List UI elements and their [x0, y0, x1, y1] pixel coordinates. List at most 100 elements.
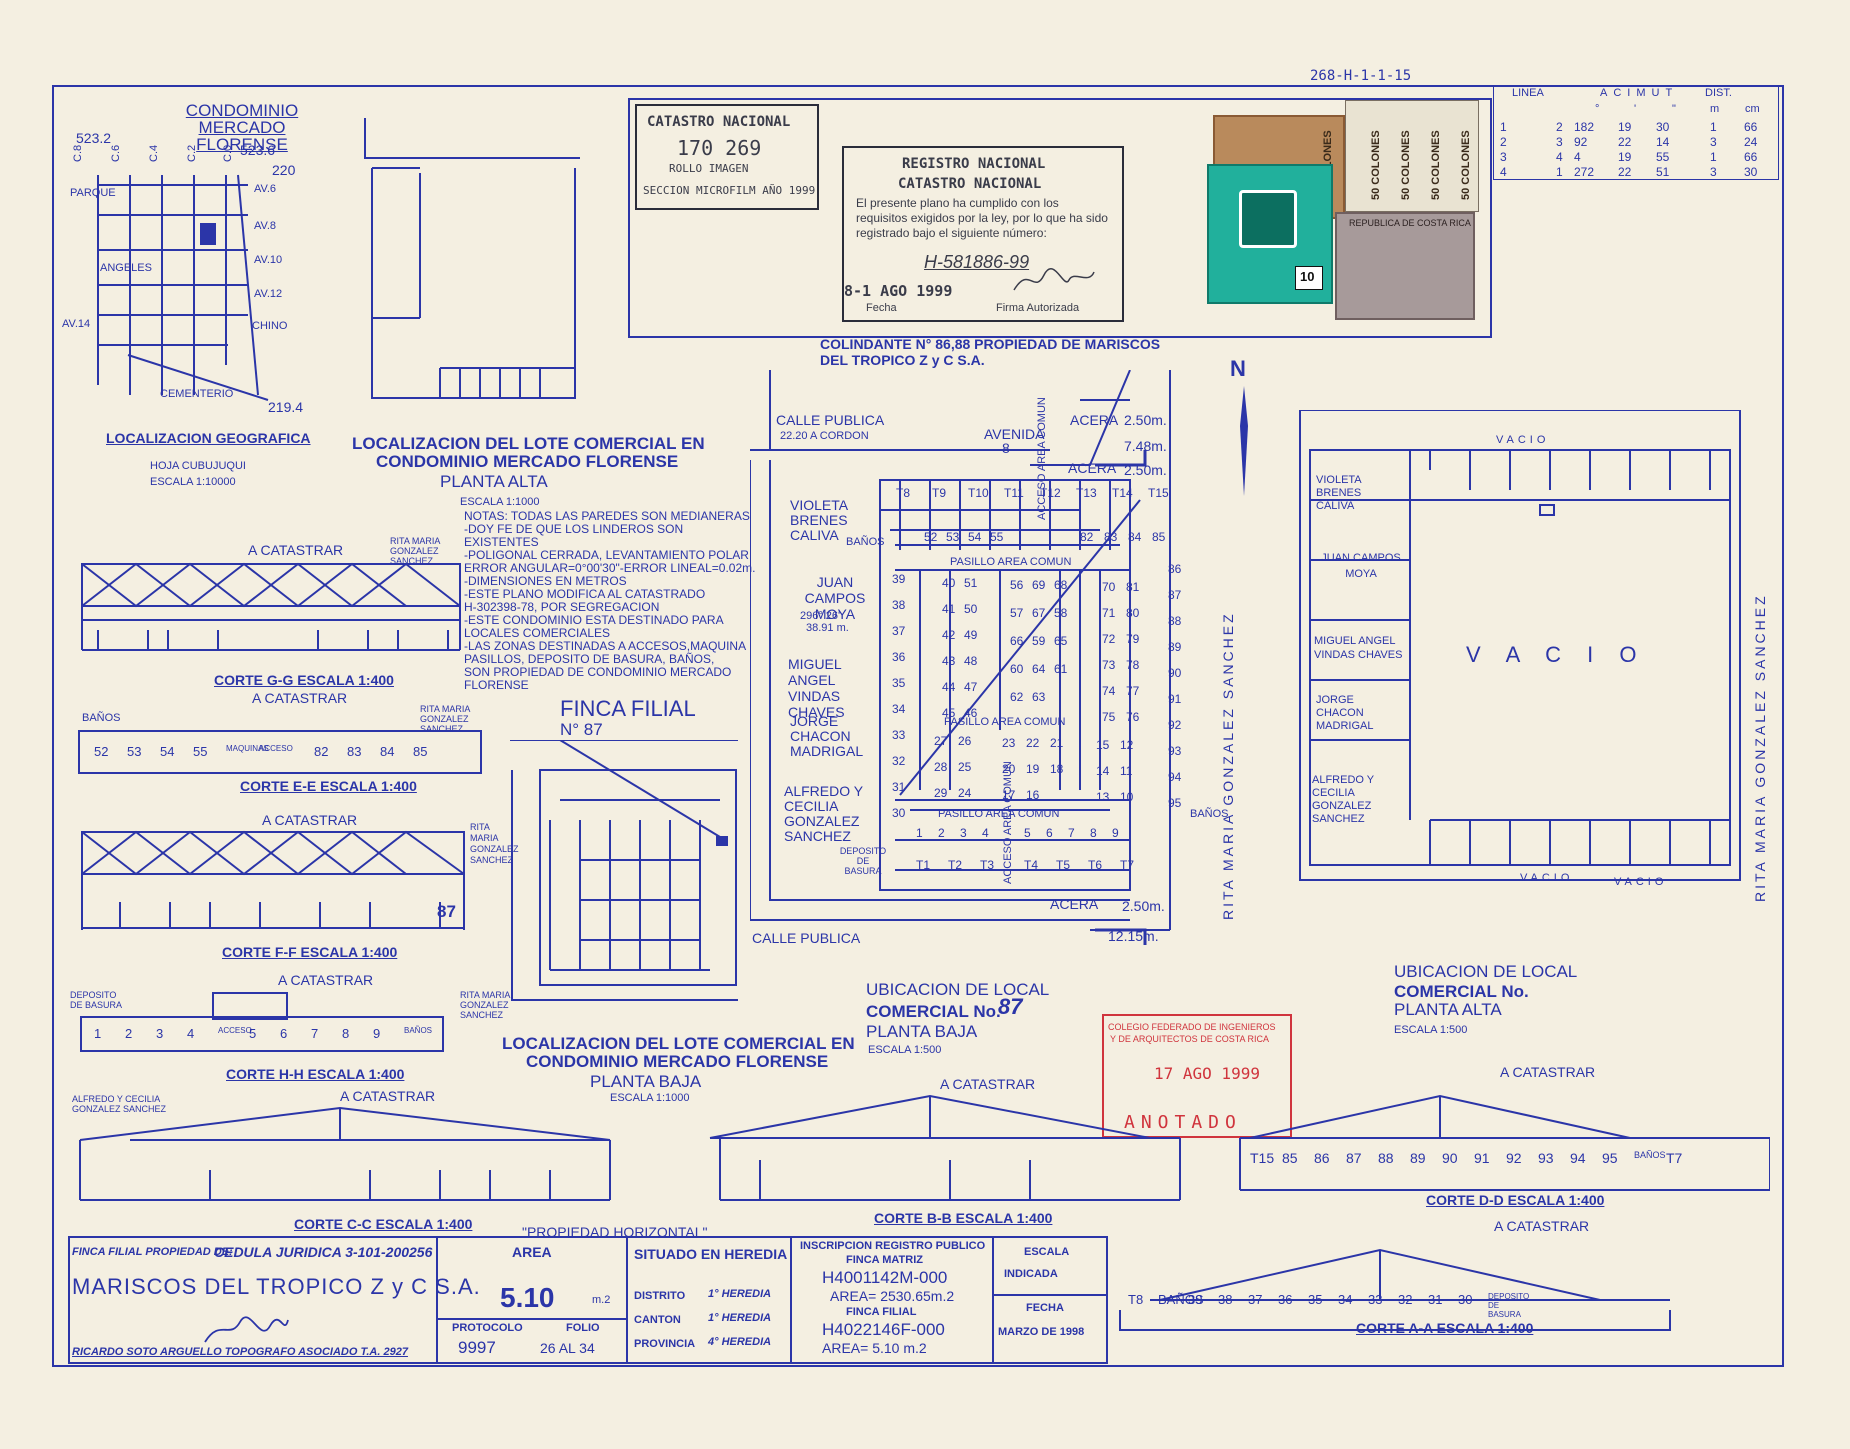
vacio-top: VACIO: [1496, 434, 1550, 446]
place-angeles: ANGELES: [100, 262, 152, 274]
dd-unit: 89: [1410, 1150, 1426, 1166]
unit-bottom: T6: [1088, 858, 1103, 872]
dist-bottom-2: 12.15m.: [1108, 928, 1159, 944]
ff-unit-87: 87: [437, 902, 456, 921]
registro-body: El presente plano ha cumplido con los re…: [856, 196, 1108, 240]
registro-signature: [1013, 267, 1095, 291]
ubicacion-baja-3: PLANTA BAJA: [866, 1022, 978, 1041]
ubicacion-alta-1: UBICACION DE LOCAL: [1394, 962, 1578, 981]
unit-bottom: T2: [948, 858, 963, 872]
tb-inscripcion-2: FINCA MATRIZ: [846, 1254, 923, 1266]
unit-left: 35: [892, 676, 906, 690]
unit-top: T13: [1076, 486, 1097, 500]
upper-owner-alfredo: ALFREDO Y CECILIA GONZALEZ SANCHEZ: [1312, 774, 1374, 825]
unit-g3: 79: [1126, 632, 1140, 646]
unit-g6: 12: [1120, 738, 1134, 752]
unit-left: 31: [892, 780, 906, 794]
dist-top-2: 7.48m.: [1124, 438, 1167, 454]
azimuth-cell: 1: [1556, 165, 1563, 179]
location-scale: ESCALA 1:10000: [150, 476, 236, 488]
rita-side-label: RITA MARIA GONZALEZ SANCHEZ: [1220, 611, 1236, 920]
unit-g4: 28: [934, 760, 948, 774]
unit-g5: 22: [1026, 736, 1040, 750]
unit-g5: 21: [1050, 736, 1064, 750]
pasillo-2: PASILLO AREA COMUN: [944, 716, 1066, 728]
catastro-title: CATASTRO NACIONAL: [647, 114, 791, 130]
vacio-bottom-1: VACIO: [1520, 872, 1574, 884]
registro-date: 8-1 AGO 1999: [844, 282, 953, 300]
tb-filial: H4022146F-000: [822, 1320, 945, 1339]
note-line: ERROR ANGULAR=0°00'30"-ERROR LINEAL=0.02…: [464, 561, 756, 575]
azimuth-cell: 30: [1656, 120, 1670, 134]
owner-alfredo: ALFREDO Y CECILIA GONZALEZ SANCHEZ: [784, 783, 863, 844]
ee-unit: 83: [347, 744, 362, 759]
unit-g2: 61: [1054, 662, 1068, 676]
hh-unit: BAÑOS: [404, 1026, 433, 1035]
unit-left: 32: [892, 754, 906, 768]
unit-left: 30: [892, 806, 906, 820]
catastro-footer: SECCION MICROFILM AÑO 1999: [643, 184, 816, 197]
avenue-10: AV.10: [254, 254, 283, 266]
hh-unit: 5: [249, 1026, 257, 1041]
ee-banos: BAÑOS: [82, 712, 121, 724]
unit-row1: 85: [1152, 530, 1166, 544]
stamp-republica: REPUBLICA DE COSTA RICA: [1349, 218, 1471, 228]
tb-owner: MARISCOS DEL TROPICO Z y C S.A.: [72, 1274, 481, 1299]
acera-top: ACERA: [1070, 412, 1119, 428]
unit-row1: 55: [990, 530, 1004, 544]
pasillo-1: PASILLO AREA COMUN: [950, 556, 1072, 568]
note-line: FLORENSE: [464, 678, 529, 692]
tb-folio: 26 AL 34: [540, 1340, 595, 1356]
unit-g3: 77: [1126, 684, 1140, 698]
deposito-label: DEPOSITO DE BASURA: [839, 846, 887, 876]
unit-g1: 45: [942, 706, 956, 720]
hh-unit: 3: [156, 1026, 164, 1041]
dd-unit: 91: [1474, 1150, 1490, 1166]
upper-plan-sketch: [364, 118, 580, 399]
azimuth-table: [1493, 86, 1779, 180]
hh-unit: 4: [187, 1026, 195, 1041]
azimuth-sub-deg: °: [1595, 103, 1600, 115]
azimuth-cell: 19: [1618, 150, 1632, 164]
unit-g4: 26: [958, 734, 972, 748]
vacio-center: V A C I O: [1466, 642, 1647, 667]
unit-left: 39: [892, 572, 906, 586]
location-caption: LOCALIZACION GEOGRAFICA: [106, 430, 311, 446]
banos-left: BAÑOS: [846, 536, 885, 548]
azimuth-cell: 3: [1500, 150, 1507, 164]
vacio-bottom-2: VACIO: [1614, 876, 1668, 888]
hh-upper-box: [212, 992, 288, 1020]
unit-g3: 72: [1102, 632, 1116, 646]
unit-row1: 83: [1104, 530, 1118, 544]
unit-g7: 7: [1068, 826, 1075, 840]
aa-unit: 33: [1368, 1292, 1383, 1307]
ee-unit: 85: [413, 744, 428, 759]
dist-top-1: 2.50m.: [1124, 412, 1167, 428]
aa-unit: DEPOSITO DE BASURA: [1488, 1292, 1530, 1319]
note-line: -ESTE PLANO MODIFICA AL CATASTRADO: [464, 587, 706, 601]
revenue-stamp-grey: REPUBLICA DE COSTA RICA: [1335, 212, 1475, 320]
place-chino: CHINO: [252, 320, 288, 332]
unit-g7: 8: [1090, 826, 1097, 840]
tb-area-value: 5.10: [500, 1282, 555, 1313]
unit-g3: 74: [1102, 684, 1116, 698]
tb-filial-area: AREA= 5.10 m.2: [822, 1340, 927, 1356]
colindante-2: DEL TROPICO Z y C S.A.: [820, 352, 985, 368]
dd-unit: 85: [1282, 1150, 1298, 1166]
coord-523-6: 523.6: [240, 142, 276, 158]
unit-g4: 29: [934, 786, 948, 800]
note-line: EXISTENTES: [464, 535, 539, 549]
tb-finca-label: FINCA FILIAL PROPIEDAD DE:: [72, 1246, 233, 1258]
ubicacion-baja-scale: ESCALA 1:500: [868, 1044, 942, 1056]
unit-right: 92: [1168, 718, 1182, 732]
banos-right: BAÑOS: [1190, 808, 1229, 820]
unit-right: 94: [1168, 770, 1182, 784]
ee-caption: CORTE E-E ESCALA 1:400: [240, 778, 417, 794]
unit-top: T10: [968, 486, 989, 500]
hh-deposito: DEPOSITO DE BASURA: [70, 990, 123, 1010]
hh-rita: RITA MARIA GONZALEZ SANCHEZ: [460, 990, 510, 1020]
dd-unit: T15: [1250, 1150, 1275, 1166]
registro-fecha-label: Fecha: [866, 302, 897, 314]
colegio-status: ANOTADO: [1124, 1112, 1242, 1133]
hh-catastrar: A CATASTRAR: [278, 972, 374, 988]
